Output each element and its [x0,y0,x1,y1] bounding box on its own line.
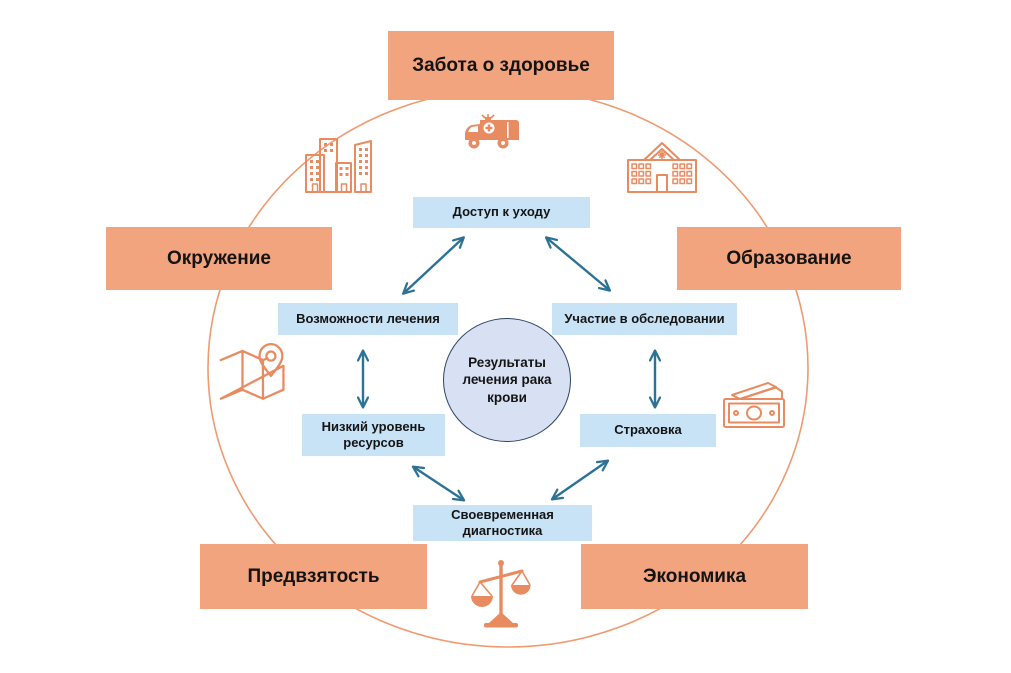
hospital-icon [627,142,697,193]
factor-label: Доступ к уходу [452,204,551,220]
factor-label: Участие в обследовании [564,310,725,326]
factor-label: Низкий уровень ресурсов [321,418,426,450]
factor-box-screening-participation: Участие в обследовании [552,303,737,335]
money-banknote-icon [723,382,785,428]
factor-box-low-resources: Низкий уровень ресурсов [302,414,445,456]
category-box-economy: Экономика [581,544,808,609]
factor-box-access-to-care: Доступ к уходу [413,197,590,228]
factor-box-timely-diagnosis: Своевременная диагностика [413,505,592,541]
center-label: Результаты лечения рака крови [462,354,552,405]
category-label: Экономика [642,565,747,587]
justice-scales-icon [471,560,531,628]
arrow-resources-diagnosis [411,465,466,502]
center-outcome-circle: Результаты лечения рака крови [443,318,571,442]
category-label: Образование [726,247,852,269]
category-label: Предвзятость [247,565,380,587]
category-box-bias: Предвзятость [200,544,427,609]
arrow-access-treatment [402,236,465,295]
factor-label: Своевременная диагностика [451,506,554,538]
map-location-icon [219,343,285,400]
arrow-access-screening [544,236,612,292]
arrow-insurance-diagnosis [550,459,610,501]
category-box-environment: Окружение [106,227,332,290]
factor-box-insurance: Страховка [580,414,716,447]
factor-label: Возможности лечения [296,310,440,326]
category-label: Забота о здоровье [412,54,590,76]
category-box-education: Образование [677,227,901,290]
ambulance-icon [465,114,519,149]
factor-label: Страховка [614,422,682,438]
category-box-health-care: Забота о здоровье [388,31,614,100]
factor-box-treatment-options: Возможности лечения [278,303,458,335]
category-label: Окружение [167,247,271,269]
city-buildings-icon [305,138,372,193]
